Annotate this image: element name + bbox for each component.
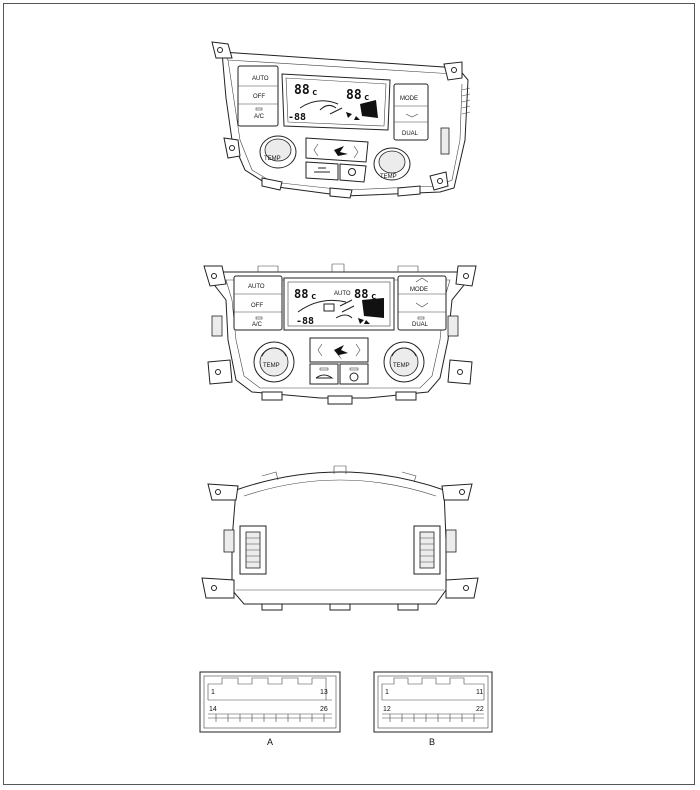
- front-display-small-digits: -88: [296, 316, 314, 327]
- front-airflow-icon: [335, 299, 355, 319]
- perspective-view: AUTO OFF A/C 88 c 88 c -88 MODE DUAL TEM…: [211, 41, 471, 199]
- perspective-display-right-unit: c: [364, 93, 369, 103]
- perspective-display-left-digits: 88: [294, 83, 310, 98]
- front-defrost-icon: [323, 303, 335, 312]
- front-display-fan-icon: [358, 318, 370, 324]
- connector-a-label: A: [267, 737, 273, 747]
- connector-a-pin-bottom-right: 26: [320, 706, 328, 713]
- perspective-fan-icon: [346, 112, 360, 120]
- front-recirc-icon: [315, 374, 334, 379]
- front-mode-label: MODE: [410, 287, 428, 293]
- connector-b-pin-top-left: 1: [385, 689, 389, 696]
- connector-b: 1 11 12 22 B: [373, 671, 493, 747]
- connector-a: 1 13 14 26 A: [199, 671, 341, 747]
- front-ac-label: A/C: [252, 322, 263, 328]
- perspective-recirc-icon: [314, 167, 330, 173]
- front-auto-defrost-icon: [349, 372, 359, 382]
- perspective-display-left-unit: c: [312, 88, 317, 98]
- diagram-frame: [3, 3, 695, 785]
- front-display-left-unit: c: [311, 292, 316, 302]
- perspective-display-right-digits: 88: [346, 88, 362, 103]
- front-display-right-digits: 88: [354, 287, 368, 301]
- front-auto-label: AUTO: [248, 284, 265, 290]
- connector-a-pin-bottom-left: 14: [209, 706, 217, 713]
- front-display-auto-label: AUTO: [334, 291, 351, 297]
- front-display-right-unit: c: [371, 292, 376, 302]
- connector-a-pin-top-left: 1: [211, 689, 215, 696]
- perspective-dual-label: DUAL: [402, 131, 419, 137]
- perspective-auto-label: AUTO: [252, 76, 269, 82]
- perspective-off-label: OFF: [253, 94, 265, 100]
- front-off-label: OFF: [251, 303, 263, 309]
- perspective-display-small-digits: -88: [288, 112, 306, 123]
- perspective-airflow-icon: [319, 104, 343, 115]
- connector-b-label: B: [429, 737, 435, 747]
- front-fan-button-icon: [334, 345, 348, 360]
- connector-b-pin-top-right: 11: [476, 689, 483, 696]
- front-temp-left-label: TEMP: [263, 363, 280, 369]
- rear-view: [201, 465, 479, 611]
- perspective-fan-button-icon: [334, 146, 348, 162]
- front-temp-right-label: TEMP: [393, 363, 410, 369]
- perspective-ac-label: A/C: [254, 114, 265, 120]
- connector-b-pin-bottom-left: 12: [383, 706, 391, 713]
- front-mode-down-icon: [415, 302, 429, 308]
- perspective-auto-defrost-icon: [348, 168, 356, 176]
- connector-a-pin-top-right: 13: [320, 689, 328, 696]
- perspective-mode-label: MODE: [400, 96, 418, 102]
- perspective-temp-right-label: TEMP: [380, 174, 397, 180]
- front-mode-up-icon: [415, 277, 429, 283]
- connector-b-pin-bottom-right: 22: [476, 706, 484, 713]
- front-dual-label: DUAL: [412, 322, 429, 328]
- front-view: AUTO OFF A/C 88 c AUTO 88 c -88 MODE DUA…: [203, 263, 477, 405]
- perspective-temp-left-label: TEMP: [264, 156, 281, 162]
- front-display-left-digits: 88: [294, 287, 308, 301]
